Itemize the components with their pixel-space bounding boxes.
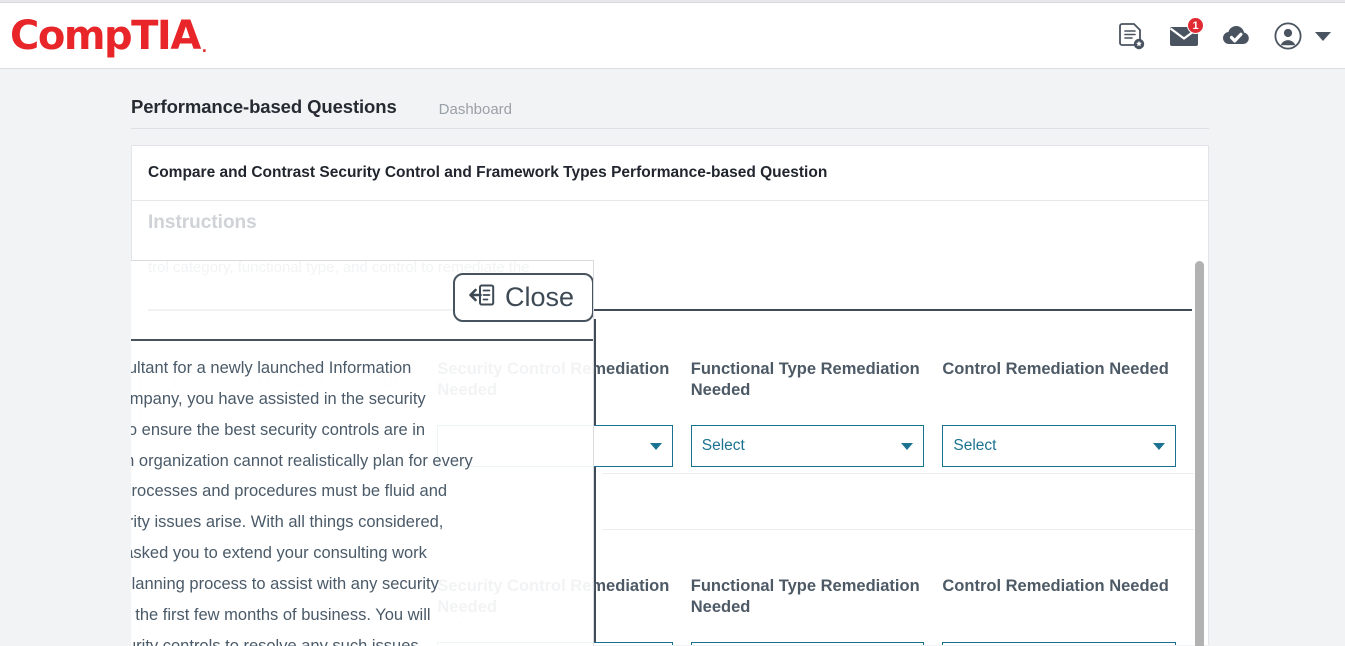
scenario-line: issues that arise in the first few month… [131, 605, 431, 624]
scenario-body: As a security consultant for a newly lau… [131, 353, 593, 646]
row-1-select-control[interactable]: Select [942, 425, 1176, 467]
scenario-line: As a security consultant for a newly lau… [131, 359, 412, 377]
row-2-select-control[interactable]: Select [942, 642, 1176, 645]
instructions-block: Instructions [148, 211, 1194, 235]
column-divider [594, 319, 596, 645]
envelope-icon[interactable]: 1 [1169, 17, 1204, 51]
chevron-down-icon [649, 442, 662, 450]
chevron-down-icon [901, 442, 914, 450]
row-1-control-cell: Control Remediation Needed Select [942, 359, 1194, 467]
row-1-select-functional-type-value: Select [701, 437, 745, 454]
chevron-down-icon [1152, 442, 1165, 450]
instructions-heading: Instructions [148, 212, 257, 233]
user-avatar-icon[interactable] [1273, 21, 1303, 51]
vertical-scrollbar[interactable] [1195, 261, 1204, 646]
scenario-overlay-panel: Scenario Close As a security consultant … [131, 260, 594, 646]
tab-dashboard[interactable]: Dashboard [438, 101, 513, 118]
scenario-divider [131, 339, 593, 341]
close-button[interactable]: Close [452, 273, 593, 322]
envelope-unread-badge: 1 [1187, 17, 1204, 34]
chevron-down-icon[interactable] [1315, 31, 1331, 41]
brand-registered-dot: . [200, 27, 209, 58]
scenario-line: planning process to ensure the best secu… [131, 420, 426, 439]
row-1-select-functional-type[interactable]: Select [690, 425, 925, 467]
tab-bar: Performance-based Questions Dashboard [131, 81, 1209, 129]
instructions-divider [148, 309, 1192, 311]
row-1-col-header-control: Control Remediation Needed [942, 360, 1169, 378]
app-header: CompTIA . 1 [0, 3, 1345, 69]
cloud-check-icon[interactable] [1221, 21, 1251, 51]
row-divider-1 [602, 473, 1194, 474]
page-body: Performance-based Questions Dashboard Co… [0, 69, 1345, 646]
scenario-line: Technology (IT) company, you have assist… [131, 389, 426, 408]
scenario-line: beyond the initial planning process to a… [131, 574, 439, 593]
row-divider-2 [602, 529, 1194, 530]
window-top-strip [0, 0, 1345, 3]
row-2-control-cell: Control Remediation Needed Select [942, 576, 1194, 645]
scenario-line: the company has asked you to extend your… [131, 544, 427, 563]
scenario-line: adaptable as security issues arise. With… [131, 513, 444, 532]
brand-wordmark: CompTIA [10, 12, 201, 59]
row-2-functional-type-cell: Functional Type Remediation Needed Selec… [690, 576, 943, 645]
row-2-col-header-functional-type: Functional Type Remediation Needed [690, 577, 920, 617]
header-icon-group: 1 [1117, 3, 1331, 69]
back-arrow-box-icon [469, 283, 495, 312]
row-2-select-functional-type[interactable]: Select [690, 642, 925, 645]
row-1-col-header-functional-type: Functional Type Remediation Needed [690, 360, 920, 400]
row-2-col-header-control: Control Remediation Needed [942, 577, 1169, 595]
question-card-title: Compare and Contrast Security Control an… [132, 146, 1208, 201]
document-star-icon[interactable] [1117, 21, 1147, 51]
row-1-select-control-value: Select [953, 437, 997, 454]
tab-performance-based-questions[interactable]: Performance-based Questions [131, 96, 397, 117]
scenario-line: need to select security controls to reso… [131, 636, 424, 646]
close-button-label: Close [504, 282, 574, 312]
row-1-functional-type-cell: Functional Type Remediation Needed Selec… [690, 359, 943, 467]
scenario-line: circumstance, so processes and procedure… [131, 482, 448, 501]
comptia-logo[interactable]: CompTIA . [10, 16, 208, 56]
scenario-line: place. However, an organization cannot r… [131, 451, 473, 470]
